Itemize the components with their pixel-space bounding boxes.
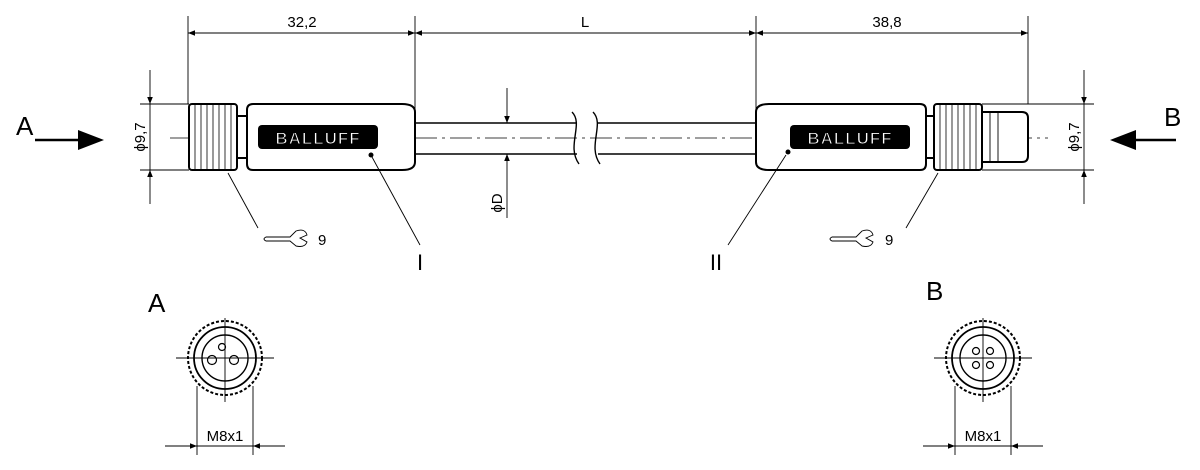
left-knurl	[194, 104, 232, 170]
left-connector: BALLUFF	[188, 103, 416, 171]
front-view-a: A M8x1	[148, 288, 285, 455]
cable-diameter-dimension: ϕD	[489, 88, 510, 218]
right-wrench-size: 9	[885, 232, 893, 249]
part-one-label: I	[417, 250, 423, 275]
arrow-left-icon	[1110, 130, 1136, 150]
arrow-right-icon	[78, 130, 104, 150]
top-dimensions: 32,2 L 38,8	[187, 14, 1029, 112]
right-thread-label: M8x1	[965, 428, 1002, 445]
left-diameter-dimension: ϕ9,7	[132, 70, 189, 204]
right-brand-logo: BALLUFF	[807, 129, 892, 148]
part-two-callout: II	[710, 154, 787, 275]
front-view-b: B M8x1	[923, 276, 1043, 455]
right-length-label: 38,8	[872, 14, 901, 31]
view-arrow-a: A	[16, 111, 104, 150]
left-wrench-callout: 9	[227, 172, 326, 249]
right-connector: BALLUFF	[755, 103, 1029, 171]
left-diameter-label: ϕ9,7	[132, 122, 149, 151]
view-b-title: B	[926, 276, 943, 306]
view-a-title: A	[148, 288, 166, 318]
cable-break-right	[592, 111, 601, 165]
left-length-label: 32,2	[287, 14, 316, 31]
cable-break-left	[571, 111, 580, 165]
wrench-icon	[263, 229, 308, 247]
left-wrench-size: 9	[318, 232, 326, 249]
wrench-icon	[829, 229, 874, 247]
part-two-label: II	[710, 250, 722, 275]
part-one-callout: I	[371, 156, 423, 275]
right-wrench-callout: 9	[829, 172, 939, 249]
right-knurl	[939, 104, 977, 170]
right-diameter-label: ϕ9,7	[1066, 122, 1083, 151]
view-a-arrow-label: A	[16, 111, 34, 141]
right-diameter-dimension: ϕ9,7	[982, 70, 1094, 204]
left-thread-label: M8x1	[207, 428, 244, 445]
cable-length-label: L	[581, 14, 589, 31]
cable-diameter-label: ϕD	[489, 193, 506, 212]
view-b-arrow-label: B	[1164, 102, 1181, 132]
view-arrow-b: B	[1110, 102, 1181, 150]
left-brand-logo: BALLUFF	[275, 129, 360, 148]
